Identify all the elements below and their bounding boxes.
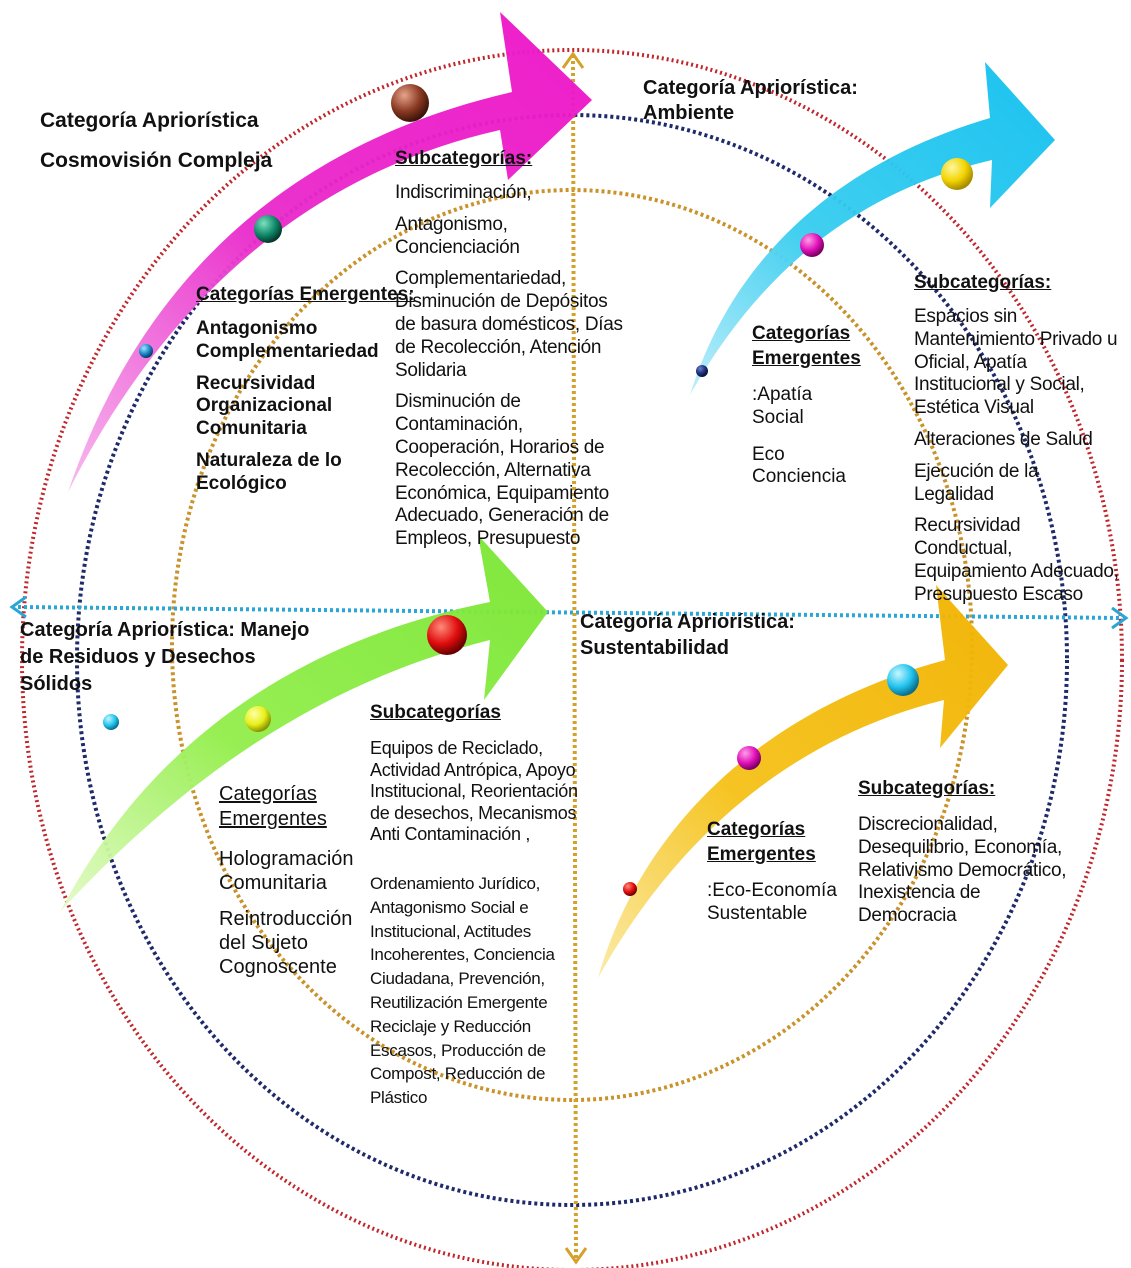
cyan-ball-right bbox=[887, 664, 919, 696]
subcategoria-item: Recursividad Conductual, Equipamiento Ad… bbox=[914, 515, 1119, 605]
subcategorias-list: Discrecionalidad, Desequilibrio, Economí… bbox=[858, 814, 1073, 937]
brown-ball bbox=[391, 84, 429, 122]
emergente-item: Eco Conciencia bbox=[752, 443, 846, 488]
title-manejo-line3: Sólidos bbox=[20, 673, 93, 695]
subcategorias-list: Espacios sin Mantenimiento Privado u Ofi… bbox=[914, 306, 1119, 616]
emergente-item: Recursividad Organizacional Comunitaria bbox=[196, 372, 333, 440]
subcategoria-item: Alteraciones de Salud bbox=[914, 428, 1093, 450]
emergente-item: :Eco-Economía Sustentable bbox=[707, 880, 837, 924]
teal-ball bbox=[254, 215, 282, 243]
magenta-arrow bbox=[68, 12, 592, 492]
title-cosmovision-line1: Categoría Apriorística bbox=[40, 109, 259, 132]
emergentes-list: Antagonismo Complementariedad Recursivid… bbox=[196, 318, 381, 505]
emergentes-label: Categorías Emergentes bbox=[752, 323, 861, 369]
subcategorias-label: Subcategorías: bbox=[395, 148, 533, 169]
magenta-ball-bottom bbox=[737, 746, 761, 770]
subcategorias-list: Indiscriminación, Antagonismo, Concienci… bbox=[395, 182, 625, 560]
title-sustentabilidad-line1: Categoría Apriorística: bbox=[580, 611, 795, 633]
cyan-arrow bbox=[690, 62, 1055, 395]
subcategoria-item: Ejecución de la Legalidad bbox=[914, 460, 1039, 505]
yellow-ball bbox=[941, 158, 973, 190]
subcategoria-item: Discrecionalidad, Desequilibrio, Economí… bbox=[858, 814, 1067, 927]
subcategoria-item: Antagonismo, Concienciación bbox=[395, 213, 520, 258]
subcategoria-item: Espacios sin Mantenimiento Privado u Ofi… bbox=[914, 306, 1118, 419]
horizontal-axis bbox=[17, 605, 1123, 620]
red-small-ball bbox=[623, 882, 637, 896]
subcategorias-label: Subcategorías: bbox=[914, 272, 1052, 293]
emergente-item: Reintroducción del Sujeto Cognoscente bbox=[219, 908, 353, 978]
subcategoria-item: Indiscriminación, bbox=[395, 182, 532, 203]
title-manejo-line1: Categoría Apriorística: Manejo bbox=[20, 619, 310, 641]
emergentes-label: Categorías Emergentes bbox=[219, 783, 327, 830]
emergentes-label: Categorías Emergentes: bbox=[196, 284, 415, 305]
emergentes-list: :Apatía Social Eco Conciencia bbox=[752, 384, 846, 498]
vertical-axis-top-arrowhead bbox=[561, 51, 585, 69]
middle-dotted-circle bbox=[75, 113, 1069, 1207]
emergente-item: Antagonismo Complementariedad bbox=[196, 318, 379, 362]
subcategorias-label: Subcategorías: bbox=[858, 778, 996, 799]
title-ambiente-line1: Categoría Apriorística: bbox=[643, 77, 858, 99]
subcategoria-item: Complementariedad, Disminución de Depósi… bbox=[395, 268, 623, 381]
title-manejo-line2: de Residuos y Desechos bbox=[20, 646, 256, 668]
red-ball bbox=[427, 615, 467, 655]
subcategorias-text-b: Ordenamiento Jurídico, Antagonismo Socia… bbox=[370, 874, 555, 1108]
magenta-ball-top bbox=[800, 233, 824, 257]
emergente-item: Naturaleza de lo Ecológico bbox=[196, 449, 342, 494]
title-sustentabilidad-line2: Sustentabilidad bbox=[580, 637, 729, 659]
subcategorias-text-a: Equipos de Reciclado, Actividad Antrópic… bbox=[370, 738, 578, 845]
subcategorias-label: Subcategorías bbox=[370, 702, 501, 723]
horizontal-axis-left-arrowhead bbox=[9, 595, 27, 619]
title-cosmovision-line2: Cosmovisión Compleja bbox=[40, 149, 273, 172]
navy-ball bbox=[696, 365, 708, 377]
green-arrow bbox=[60, 535, 548, 912]
emergente-item: :Apatía Social bbox=[752, 384, 813, 428]
yellow-green-ball bbox=[245, 706, 271, 732]
emergentes-label: Categorías Emergentes bbox=[707, 819, 816, 865]
small-blue-ball bbox=[139, 344, 153, 358]
title-ambiente-line2: Ambiente bbox=[643, 102, 735, 124]
vertical-axis-bottom-arrowhead bbox=[564, 1247, 588, 1265]
emergente-item: Hologramación Comunitaria bbox=[219, 848, 354, 894]
emergentes-list: Hologramación Comunitaria Reintroducción… bbox=[219, 847, 359, 988]
emergentes-list: :Eco-Economía Sustentable bbox=[707, 880, 837, 935]
outer-dotted-circle bbox=[20, 48, 1124, 1268]
cyan-ball-left bbox=[103, 714, 119, 730]
subcategoria-item: Disminución de Contaminación, Cooperació… bbox=[395, 391, 609, 550]
horizontal-axis-right-arrowhead bbox=[1111, 606, 1129, 630]
